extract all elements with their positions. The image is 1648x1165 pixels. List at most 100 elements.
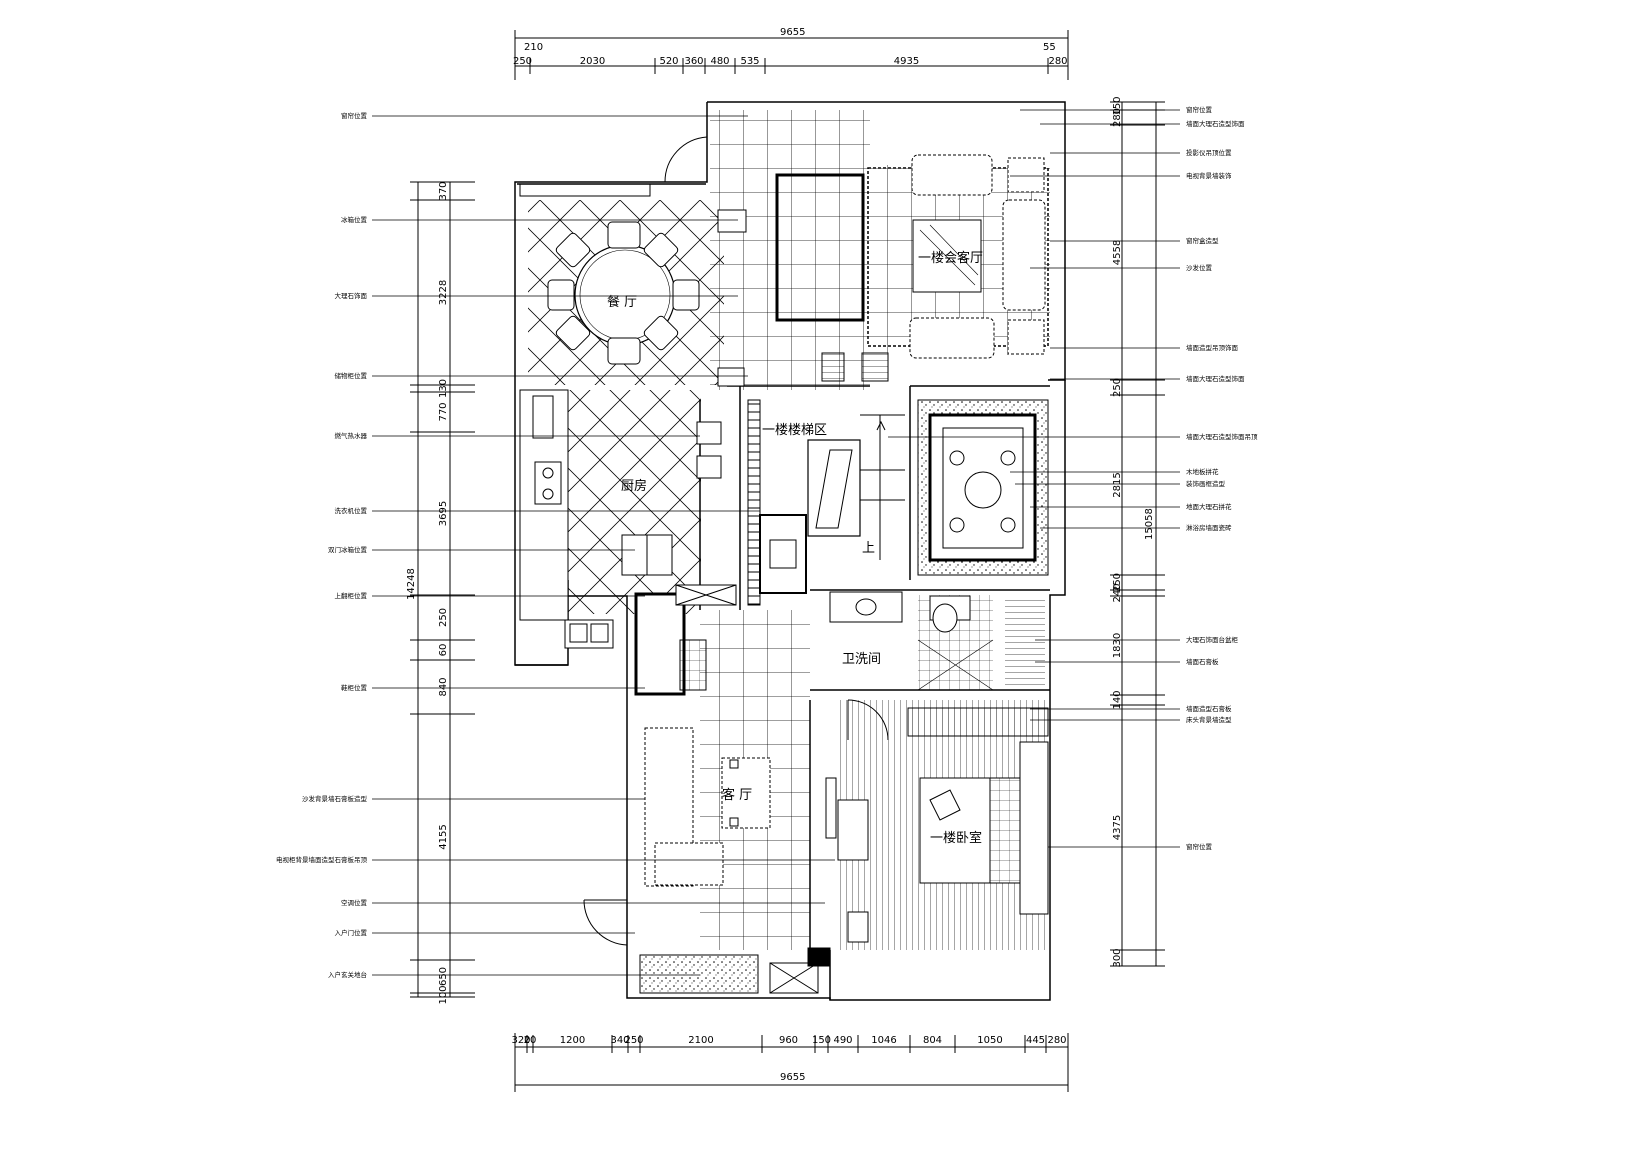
bottom-segment-label: 2100 — [688, 1035, 713, 1046]
left-segment-label: 130 — [438, 379, 449, 398]
shower-floor — [1005, 595, 1045, 690]
bottom-segment-label: 20 — [524, 1035, 537, 1046]
hall-floor — [710, 110, 870, 390]
left-segment-label: 370 — [438, 181, 449, 200]
left-annotation: 上翻柜位置 — [335, 591, 368, 600]
left-total-label: 14248 — [406, 568, 417, 600]
right-annotation: 墙面大理石造型饰面 — [1186, 374, 1245, 383]
bottom-total-label: 9655 — [780, 1072, 805, 1083]
kitchen-floor — [568, 390, 701, 614]
right-segment-label: 280 — [1112, 108, 1123, 127]
bedroom-furniture — [837, 699, 1049, 943]
left-annotation: 电视柜背景墙面造型石膏板吊顶 — [276, 855, 368, 864]
right-annotation: 装饰画框造型 — [1186, 479, 1226, 488]
left-segment-label: 650 — [438, 967, 449, 986]
stairs — [747, 399, 905, 606]
room-label-bedroom: 一楼卧室 — [930, 830, 982, 846]
top-segment-label: 2030 — [580, 56, 605, 67]
top-segment-label: 520 — [659, 56, 678, 67]
left-leader-lines — [372, 115, 835, 976]
tea-room — [917, 399, 1049, 576]
right-segment-label: 4558 — [1112, 240, 1123, 265]
left-segment-label: 3695 — [438, 501, 449, 526]
bottom-segment-label: 250 — [624, 1035, 643, 1046]
storage-cabinet — [717, 367, 745, 387]
left-annotation: 入户玄关地台 — [328, 970, 367, 979]
right-annotation: 墙面大理石造型饰面 — [1186, 119, 1245, 128]
right-annotation: 木地板拼花 — [1186, 467, 1219, 476]
room-label-washroom: 卫洗间 — [842, 652, 881, 667]
bottom-segment-label: 490 — [833, 1035, 852, 1046]
washroom-fixtures — [829, 591, 994, 691]
bottom-dimensions — [514, 1033, 1069, 1092]
room-label-guest-hall: 一楼会客厅 — [918, 250, 983, 266]
bottom-segment-label: 150 — [812, 1035, 831, 1046]
room-label-kitchen: 厨房 — [621, 478, 647, 494]
right-annotation: 窗帘位置 — [1186, 842, 1213, 851]
left-annotation: 冰箱位置 — [341, 215, 368, 224]
left-annotation: 鞋柜位置 — [341, 683, 368, 692]
left-dimensions — [410, 181, 475, 998]
top-segment-label: 250 — [513, 56, 532, 67]
left-annotation: 燃气热水器 — [335, 431, 368, 440]
left-annotation: 双门冰箱位置 — [328, 545, 368, 554]
top-sub-label: 210 — [524, 42, 543, 53]
left-segment-label: 770 — [438, 402, 449, 421]
dining-table — [547, 221, 700, 365]
right-total-label: 15058 — [1144, 508, 1155, 540]
right-segment-label: 2815 — [1112, 472, 1123, 497]
entry-platform — [639, 954, 759, 994]
top-dimensions — [514, 30, 1069, 80]
left-segment-label: 840 — [438, 677, 449, 696]
top-segment-label: 4935 — [894, 56, 919, 67]
left-annotation: 窗帘位置 — [341, 111, 368, 120]
left-annotation: 洗衣机位置 — [335, 506, 368, 515]
bottom-segment-label: 804 — [923, 1035, 942, 1046]
right-segment-label: 250 — [1112, 378, 1123, 397]
room-label-stair: 一楼楼梯区 — [762, 423, 827, 438]
dining-window — [519, 136, 708, 197]
right-leader-lines — [888, 109, 1180, 848]
hall-wardrobe — [634, 173, 865, 696]
right-annotation: 窗帘盒造型 — [1186, 236, 1219, 245]
fridge-cabinet — [717, 209, 747, 233]
left-segment-label: 100 — [438, 985, 449, 1004]
bottom-segment-label: 960 — [779, 1035, 798, 1046]
bottom-segment-label: 340 — [610, 1035, 629, 1046]
top-segment-label: 480 — [710, 56, 729, 67]
bottom-segment-label: 1050 — [977, 1035, 1002, 1046]
top-segment-label: 360 — [684, 56, 703, 67]
bottom-segment-label: 280 — [1047, 1035, 1066, 1046]
right-segment-label: 150 — [1112, 96, 1123, 115]
left-segment-label: 60 — [438, 644, 449, 657]
right-annotation: 墙面石膏板 — [1186, 657, 1219, 666]
room-label-dining: 餐 厅 — [607, 294, 637, 310]
top-total-label: 9655 — [780, 27, 805, 38]
top-segment-label: 535 — [740, 56, 759, 67]
left-annotation: 入户门位置 — [335, 928, 368, 937]
right-annotation: 投影仪吊顶位置 — [1186, 148, 1232, 157]
kitchen-counter — [519, 389, 722, 649]
right-segment-label: 240 — [1112, 583, 1123, 602]
right-annotation: 沙发位置 — [1186, 263, 1213, 272]
guest-hall-furniture — [821, 154, 1049, 382]
left-annotation: 空调位置 — [341, 898, 368, 907]
right-segment-label: 4375 — [1112, 815, 1123, 840]
right-annotation: 墙面造型石膏板 — [1186, 704, 1232, 713]
bottom-segment-label: 1200 — [560, 1035, 585, 1046]
right-annotation: 淋浴房墙面瓷砖 — [1186, 523, 1232, 532]
left-annotation: 大理石饰面 — [335, 291, 368, 300]
left-annotation: 沙发背景墙石膏板造型 — [302, 794, 368, 803]
bottom-segment-label: 445 — [1026, 1035, 1045, 1046]
right-annotation: 电视背景墙装饰 — [1186, 171, 1232, 180]
bottom-segment-label: 1046 — [871, 1035, 896, 1046]
right-annotation: 窗帘位置 — [1186, 105, 1213, 114]
left-annotation: 储物柜位置 — [335, 371, 368, 380]
right-annotation: 墙面造型吊顶饰面 — [1186, 343, 1239, 352]
left-segment-label: 3228 — [438, 280, 449, 305]
stair-up-label: 上 — [862, 541, 875, 556]
dining-chair — [547, 221, 700, 365]
right-segment-label: 300 — [1112, 948, 1123, 967]
right-segment-label: 1830 — [1112, 633, 1123, 658]
